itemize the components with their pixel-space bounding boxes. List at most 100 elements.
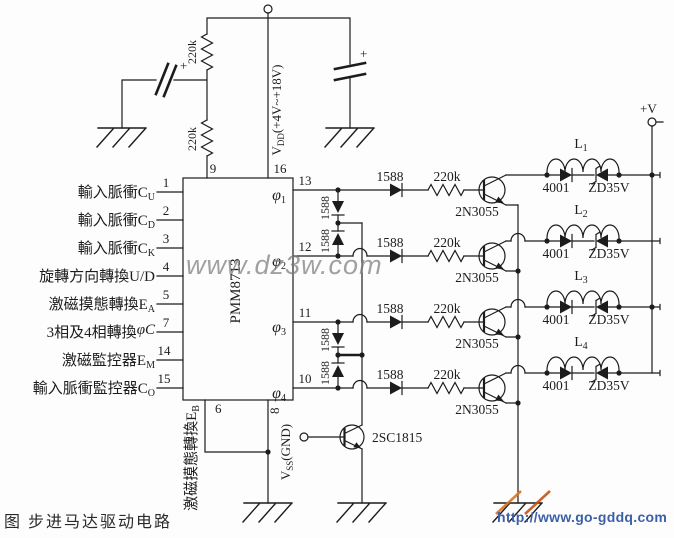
diode-label: 1588	[377, 235, 404, 250]
vplus-terminal	[647, 117, 657, 127]
watermark: www.dz3w.com	[186, 250, 383, 280]
resistor-label: 220k	[185, 40, 199, 64]
eb-label: 激磁摸態轉換EB	[183, 405, 202, 511]
motor-coil-L4	[546, 356, 620, 374]
diode-1588-icon	[389, 380, 403, 396]
resistor-220k-lower	[200, 119, 214, 157]
diode-chain-A: 1588 1588	[318, 189, 363, 257]
pin-number: 15	[158, 371, 171, 386]
motor-coil-L1	[546, 158, 620, 176]
transistor-2n3055	[477, 305, 508, 339]
coil-label: L3	[574, 268, 587, 286]
phase-row-2: 12 φ2 1588 220k 2N3055 4001 ZD35V L2	[272, 202, 661, 285]
diode-1588-down-icon	[331, 332, 345, 348]
resistor-label: 220k	[434, 169, 461, 184]
input-label: 輸入脈衝CK	[78, 240, 156, 259]
pin-number: 3	[163, 231, 170, 246]
junction-dot	[544, 238, 550, 244]
junction-dot	[616, 370, 622, 376]
transistor-2sc1815	[338, 423, 366, 451]
transistor-2n3055	[477, 239, 508, 273]
vdd-label: VDD(+4V~+18V)	[269, 64, 286, 155]
input-label: 旋轉方向轉換U/D	[39, 268, 155, 285]
motor-coil-L2	[546, 224, 620, 242]
base-input-terminal	[299, 432, 309, 442]
wires	[292, 171, 661, 206]
clamp-diode-label: 4001	[543, 180, 570, 195]
ic-name: PMM8713	[228, 258, 244, 323]
resistor-label: 220k	[434, 235, 461, 250]
clamp-diode-label: 4001	[543, 312, 570, 327]
top-bias-network: 220k 220k + + VDD(+4V~+18V) 9 16	[96, 4, 375, 179]
pin-number-9: 9	[210, 161, 217, 176]
cap-polarity: +	[360, 46, 367, 61]
clamp-diode-label: 4001	[543, 378, 570, 393]
ground-icon	[336, 502, 387, 523]
phi3-label: φ3	[272, 319, 286, 338]
pin-number: 5	[163, 287, 170, 302]
figure-caption: 图 步进马达驱动电路	[4, 514, 173, 531]
input-label: 輸入脈衝監控器CO	[33, 380, 155, 399]
pin-number-12: 12	[299, 239, 312, 254]
vss-label: VSS(GND)	[278, 424, 295, 480]
junction-dot	[265, 449, 271, 455]
cap-polarity: +	[180, 58, 187, 73]
wires	[307, 222, 363, 504]
transistor-2n3055	[477, 371, 508, 405]
phase-row-1: 13 φ1 1588 220k 2N3055 4001 ZD35V L1	[272, 136, 661, 219]
vplus-label: +V	[640, 101, 657, 116]
ground-icon	[324, 127, 375, 148]
phi2-label: φ2	[272, 253, 286, 272]
pin-number-16: 16	[274, 161, 288, 176]
diode-label: 1588	[318, 361, 332, 385]
input-pins: 1 2 3 4 5 7 14 15 輸入脈衝CU 輸入脈衝CD 輸入脈衝CK 旋…	[33, 175, 184, 399]
transistor-label: 2SC1815	[372, 430, 423, 445]
transistor-2n3055	[477, 173, 508, 207]
pin-number: 14	[158, 343, 172, 358]
junction-dot	[544, 370, 550, 376]
emitter-bus	[492, 204, 543, 523]
zener-label: ZD35V	[588, 180, 629, 195]
clamp-diode-label: 4001	[543, 246, 570, 261]
diode-label: 1588	[377, 367, 404, 382]
phi4-label: φ4	[272, 385, 286, 404]
wire-hop	[352, 313, 368, 323]
vdd-terminal	[263, 4, 273, 14]
diode-label: 1588	[318, 328, 332, 352]
site-url[interactable]: http://www.go-gddq.com	[497, 509, 668, 525]
diode-1588-icon	[389, 314, 403, 330]
diode-label: 1588	[318, 229, 332, 253]
pin-number: 2	[163, 203, 170, 218]
transistor-label: 2N3055	[455, 402, 499, 417]
pin-number-6: 6	[215, 401, 222, 416]
zener-label: ZD35V	[588, 312, 629, 327]
junction-dot	[544, 172, 550, 178]
coil-label: L1	[574, 136, 587, 154]
zener-label: ZD35V	[588, 378, 629, 393]
coil-label: L4	[574, 334, 587, 352]
diode-label: 1588	[377, 169, 404, 184]
supply-bus: +V	[640, 101, 664, 374]
diode-chain-B: 1588 1588	[318, 321, 365, 389]
input-label: 激磁摸態轉換EA	[49, 296, 156, 315]
input-label: 3相及4相轉換φC	[47, 322, 156, 341]
capacitor-left	[154, 62, 178, 98]
wires	[156, 191, 184, 389]
diode-1588-icon	[389, 248, 403, 264]
diode-1588-down-icon	[331, 200, 345, 216]
base-resistor	[427, 249, 465, 263]
wires	[292, 369, 661, 404]
junction-dot	[335, 352, 341, 358]
ic-body	[182, 177, 294, 401]
junction-dot	[544, 304, 550, 310]
wire-hop	[352, 379, 368, 389]
input-label: 輸入脈衝CU	[78, 184, 156, 203]
driver-2sc1815: 2SC1815	[299, 222, 423, 523]
junction-dot	[616, 172, 622, 178]
junction-dot	[335, 220, 341, 226]
wires	[121, 12, 351, 179]
motor-coil-L3	[546, 290, 620, 308]
input-label: 輸入脈衝CD	[78, 212, 155, 231]
transistor-label: 2N3055	[455, 204, 499, 219]
